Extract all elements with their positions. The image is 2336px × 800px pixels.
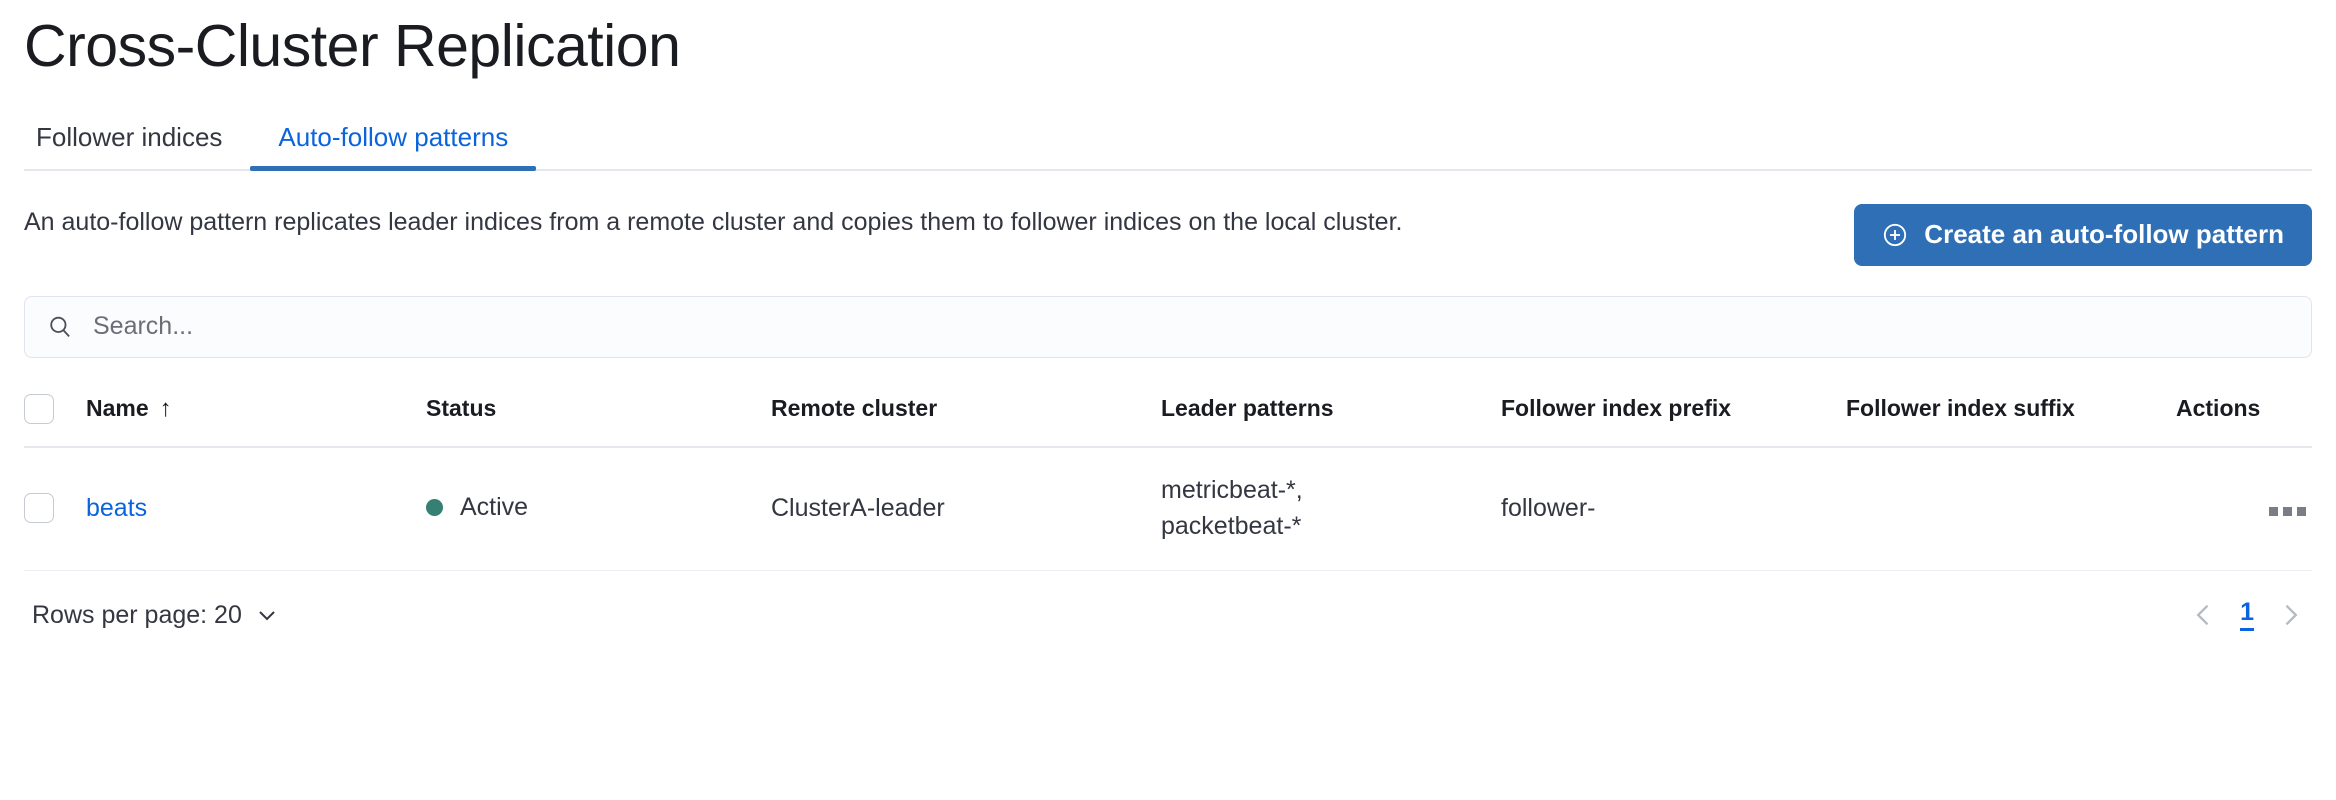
column-header-name-label: Name (86, 395, 149, 422)
ellipsis-icon[interactable] (2263, 501, 2312, 522)
intro-section: An auto-follow pattern replicates leader… (24, 203, 2312, 266)
cell-follower-index-prefix: follower- (1501, 446, 1846, 572)
column-header-remote-cluster[interactable]: Remote cluster (771, 383, 1161, 448)
chevron-right-icon[interactable] (2276, 601, 2304, 629)
plus-in-circle-icon (1882, 222, 1908, 248)
create-auto-follow-pattern-button[interactable]: Create an auto-follow pattern (1854, 203, 2312, 266)
cell-remote-cluster: ClusterA-leader (771, 446, 1161, 572)
status-dot-icon (426, 499, 443, 517)
cell-status: Active (426, 446, 771, 572)
create-button-label: Create an auto-follow pattern (1924, 219, 2284, 250)
select-all-checkbox[interactable] (24, 393, 54, 424)
tab-follower-indices[interactable]: Follower indices (36, 121, 223, 152)
search-input[interactable] (91, 311, 2289, 343)
table-footer: Rows per page: 20 1 (24, 599, 2312, 631)
pattern-name-link[interactable]: beats (86, 493, 148, 522)
cell-leader-patterns: metricbeat-*, packetbeat-* (1161, 446, 1501, 572)
column-header-name[interactable]: Name ↑ (86, 383, 426, 448)
tabs: Follower indices Auto-follow patterns (24, 115, 2312, 171)
intro-description: An auto-follow pattern replicates leader… (24, 207, 1403, 236)
page-number-1[interactable]: 1 (2240, 599, 2254, 631)
auto-follow-patterns-table: Name ↑ Status Remote cluster Leader patt… (24, 383, 2312, 572)
rows-per-page-label: Rows per page: 20 (32, 600, 242, 629)
row-select-cell (24, 446, 86, 572)
column-header-leader-patterns[interactable]: Leader patterns (1161, 383, 1501, 448)
rows-per-page-selector[interactable]: Rows per page: 20 (32, 601, 279, 630)
search-icon (47, 314, 73, 340)
table-header-row: Name ↑ Status Remote cluster Leader patt… (24, 383, 2312, 448)
tab-auto-follow-patterns[interactable]: Auto-follow patterns (250, 124, 537, 171)
row-checkbox[interactable] (24, 493, 54, 524)
cell-name: beats (86, 446, 426, 572)
column-header-follower-index-suffix[interactable]: Follower index suffix (1846, 383, 2176, 448)
status-label: Active (460, 493, 529, 522)
sort-ascending-icon: ↑ (159, 394, 172, 422)
page-title: Cross-Cluster Replication (24, 13, 681, 79)
cell-actions (2176, 446, 2312, 572)
column-header-status[interactable]: Status (426, 383, 771, 448)
column-header-follower-index-prefix[interactable]: Follower index prefix (1501, 383, 1846, 448)
select-all-header (24, 383, 86, 448)
search-bar[interactable] (24, 295, 2312, 358)
chevron-left-icon[interactable] (2190, 601, 2218, 629)
pagination: 1 (2190, 599, 2304, 631)
chevron-down-icon (255, 603, 279, 627)
cell-follower-index-suffix (1846, 446, 2176, 572)
column-header-actions: Actions (2176, 383, 2312, 448)
table-row: beats Active ClusterA-leader metricbeat-… (24, 446, 2312, 572)
